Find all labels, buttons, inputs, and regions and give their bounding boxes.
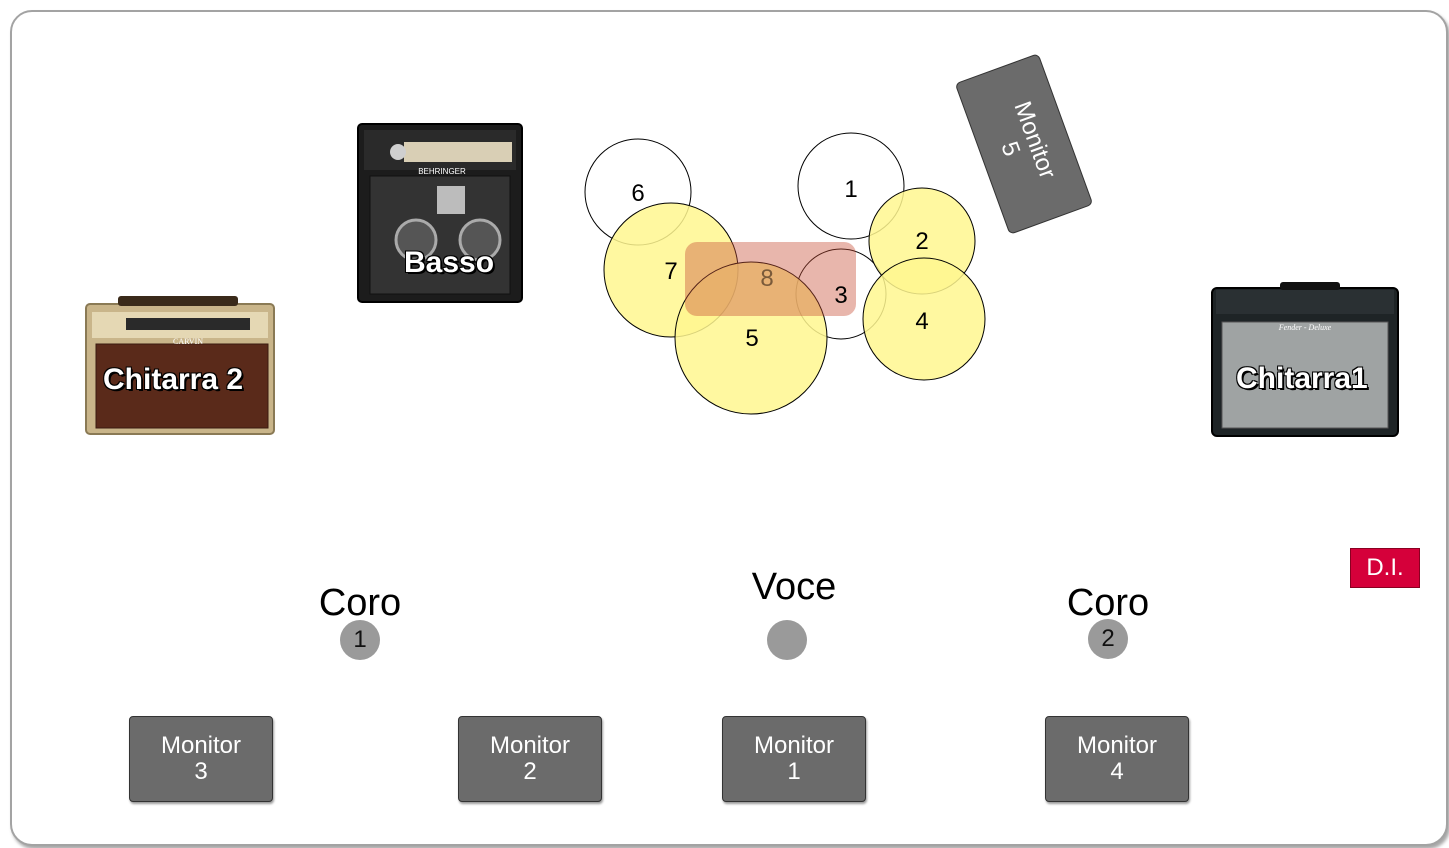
drum-1[interactable]	[797, 132, 905, 240]
voce-mic[interactable]	[767, 620, 807, 660]
monitor-4[interactable]: Monitor 4	[1045, 716, 1189, 802]
drum-5-label: 5	[745, 325, 758, 352]
drum-3-label: 3	[834, 282, 847, 309]
drum-7-label: 7	[664, 258, 677, 285]
monitor-4-line1: Monitor	[1076, 732, 1158, 759]
drum-4-label: 4	[915, 308, 928, 335]
guitar2-amp-label: Chitarra 2	[103, 363, 244, 396]
drum-riser[interactable]	[685, 242, 856, 316]
monitor-1[interactable]: Monitor 1	[722, 716, 866, 802]
monitor-3[interactable]: Monitor 3	[129, 716, 273, 802]
guitar1-amp-label: Chitarra1	[1236, 362, 1368, 395]
coro-1-mic[interactable]: 1	[340, 620, 380, 660]
drum-1-label: 1	[844, 176, 857, 203]
di-box[interactable]: D.I.	[1350, 548, 1420, 588]
drum-kit	[584, 132, 986, 415]
bass-brand-text: BEHRINGER	[418, 167, 466, 176]
drum-5[interactable]	[674, 261, 828, 415]
coro-2-label: Coro	[1066, 582, 1150, 624]
riser-label: 8	[760, 265, 773, 292]
coro-1-label: Coro	[318, 582, 402, 624]
drum-4[interactable]	[862, 257, 986, 381]
monitor-1-line2: 1	[787, 758, 801, 785]
drum-6-label: 6	[631, 180, 644, 207]
monitor-2-line2: 2	[523, 758, 537, 785]
monitor-3-line1: Monitor	[160, 732, 242, 759]
monitor-3-line2: 3	[194, 758, 208, 785]
guitar1-amp[interactable]: Fender - Deluxe	[1211, 282, 1399, 437]
drum-2-label: 2	[915, 228, 928, 255]
monitor-4-line2: 4	[1110, 758, 1124, 785]
bass-amp-label: Basso	[404, 246, 495, 279]
monitor-5[interactable]: Monitor 5	[955, 54, 1092, 234]
voce-label: Voce	[751, 566, 837, 608]
coro-2-mic[interactable]: 2	[1088, 619, 1128, 659]
monitor-1-line1: Monitor	[753, 732, 835, 759]
bass-amp[interactable]: BEHRINGER	[357, 123, 523, 303]
guitar2-brand-text: CARVIN	[173, 337, 203, 346]
guitar1-brand-text: Fender - Deluxe	[1278, 323, 1332, 332]
monitor-2-line1: Monitor	[489, 732, 571, 759]
guitar2-amp[interactable]: CARVIN	[85, 296, 275, 435]
monitor-2[interactable]: Monitor 2	[458, 716, 602, 802]
